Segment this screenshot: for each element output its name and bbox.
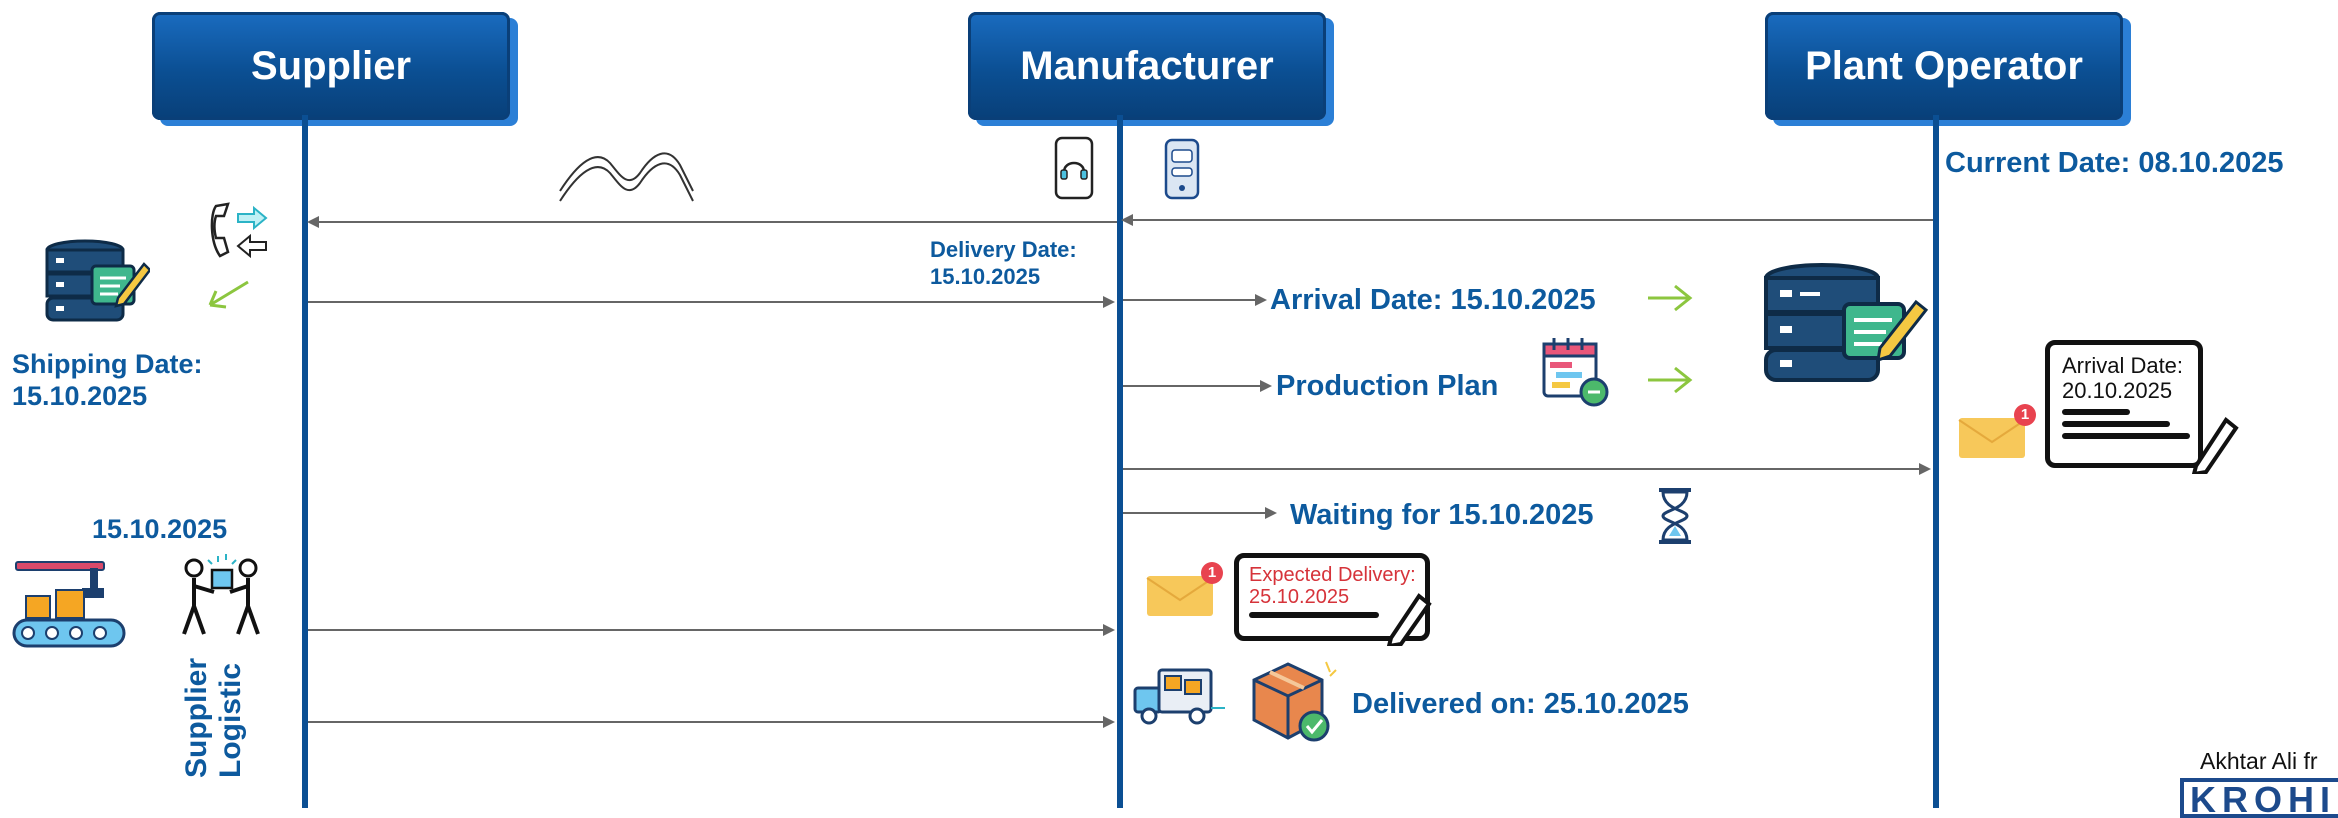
lifeline-manufacturer	[1117, 115, 1123, 808]
actor-plant-operator-label: Plant Operator	[1805, 43, 2083, 88]
waiting-label: Waiting for 15.10.2025	[1290, 499, 1594, 531]
handover-people-icon	[182, 554, 260, 635]
database-edit-icon	[1764, 263, 1929, 382]
calendar-gantt-icon	[1542, 338, 1609, 407]
lime-arrow-left	[208, 280, 249, 309]
lifeline-plant-operator	[1933, 115, 1939, 808]
actor-plant-operator: Plant Operator	[1765, 12, 2123, 120]
arrival-date-label: Arrival Date: 15.10.2025	[1270, 284, 1596, 316]
envelope-icon: 1	[1145, 562, 1223, 618]
mobile-phone-icon	[1164, 138, 1200, 200]
database-edit-icon	[45, 239, 150, 322]
lime-arrow-1	[1648, 284, 1693, 312]
conveyor-icon	[12, 561, 126, 648]
delivery-date-line1: Delivery Date:	[930, 237, 1077, 262]
supplier-logistic-line2: Logistic	[214, 662, 247, 778]
ship-date-short-label: 15.10.2025	[92, 514, 228, 544]
expected-delivery-note: Expected Delivery: 25.10.2025	[1234, 553, 1430, 641]
current-date-label: Current Date: 08.10.2025	[1945, 147, 2284, 179]
actor-supplier: Supplier	[152, 12, 510, 120]
actor-manufacturer: Manufacturer	[968, 12, 1326, 120]
arrival-note-line1: Arrival Date:	[2062, 353, 2184, 378]
phone-transfer-icon	[210, 202, 268, 259]
shipping-date-line2: 15.10.2025	[12, 381, 148, 411]
delivery-truck-icon	[1133, 668, 1225, 725]
package-check-icon	[1252, 661, 1337, 742]
brand-logo: KROHI	[2180, 778, 2338, 818]
mail-badge-count: 1	[1207, 564, 1217, 581]
actor-manufacturer-label: Manufacturer	[1020, 43, 1274, 88]
expected-line1: Expected Delivery:	[1249, 564, 1416, 586]
production-plan-label: Production Plan	[1276, 370, 1499, 402]
pen-icon	[2191, 417, 2239, 474]
actor-supplier-label: Supplier	[250, 43, 412, 88]
author-credit: Akhtar Ali fr	[2200, 748, 2318, 774]
pen-icon	[1386, 593, 1432, 646]
headset-phone-icon	[1054, 136, 1094, 200]
shipping-date-line1: Shipping Date:	[12, 349, 203, 379]
delivery-date-label: Delivery Date: 15.10.2025	[930, 236, 1077, 290]
mail-badge: 1	[2014, 404, 2036, 426]
shipping-date-label: Shipping Date: 15.10.2025	[12, 348, 203, 412]
hourglass-icon	[1659, 488, 1691, 544]
wave-icon	[559, 152, 694, 202]
supplier-logistic-label: Supplier Logistic	[180, 658, 248, 778]
expected-line2: 25.10.2025	[1249, 586, 1350, 608]
arrival-date-note: Arrival Date: 20.10.2025	[2045, 340, 2203, 468]
delivered-on-label: Delivered on: 25.10.2025	[1352, 688, 1689, 720]
lime-arrow-2	[1648, 366, 1693, 394]
envelope-icon: 1	[1957, 404, 2036, 460]
mail-badge-count: 1	[2020, 406, 2030, 423]
supplier-logistic-line1: Supplier	[180, 657, 213, 778]
mail-badge: 1	[1201, 562, 1223, 584]
arrival-note-line2: 20.10.2025	[2062, 378, 2173, 403]
delivery-date-line2: 15.10.2025	[930, 264, 1041, 289]
lifeline-supplier	[302, 115, 308, 808]
